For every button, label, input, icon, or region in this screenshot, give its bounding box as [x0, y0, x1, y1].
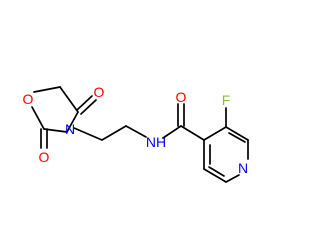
fluorine-label: F: [222, 92, 231, 108]
imide-nitrogen-label: N: [65, 121, 75, 137]
bond-c4-o-double-b: [80, 99, 97, 115]
carbonyl-oxygen-top-label: O: [94, 84, 105, 100]
atom-amide-oxygen: O: [176, 89, 187, 105]
bond-ring-o-ch2: [33, 86, 61, 93]
bond-n-ch2: [73, 127, 103, 141]
bond-c3-c2-inner: [228, 132, 246, 143]
atom-carbonyl-oxygen-top: O: [94, 84, 105, 100]
atom-ring-oxygen: O: [23, 91, 34, 107]
bond-nh-carbonyl: [162, 125, 182, 139]
bond-ch2-ch2: [101, 125, 127, 141]
atom-amide-nh: NH: [146, 134, 166, 150]
molecule-svg: O O O N NH O F N: [23, 84, 249, 183]
bond-n-c6: [225, 174, 240, 183]
atom-fluorine: F: [222, 92, 231, 108]
bond-ch2-nh: [125, 125, 147, 138]
carbonyl-oxygen-bottom-label: O: [39, 149, 50, 165]
bond-c3-c2: [225, 126, 249, 141]
bond-c4-o-double-a: [76, 95, 93, 111]
bond-c4-n: [66, 111, 79, 133]
bond-c6-c5: [203, 168, 227, 183]
atom-carbonyl-oxygen-bottom: O: [39, 149, 50, 165]
bond-c2-ring-o: [31, 106, 45, 130]
ring-oxygen-label: O: [23, 91, 34, 107]
atom-pyridine-nitrogen: N: [238, 160, 248, 176]
amide-nh-label: NH: [146, 134, 166, 150]
bond-carbonyl-ring: [180, 125, 205, 141]
bond-c6-c5-inner: [208, 166, 225, 177]
amide-oxygen-label: O: [176, 89, 187, 105]
bond-ch2-c4: [59, 86, 79, 113]
molecule-structure-diagram: O O O N NH O F N: [22, 84, 249, 183]
pyridine-nitrogen-label: N: [238, 160, 248, 176]
bond-c4-c3: [203, 126, 227, 141]
atom-imide-nitrogen: N: [65, 121, 75, 137]
